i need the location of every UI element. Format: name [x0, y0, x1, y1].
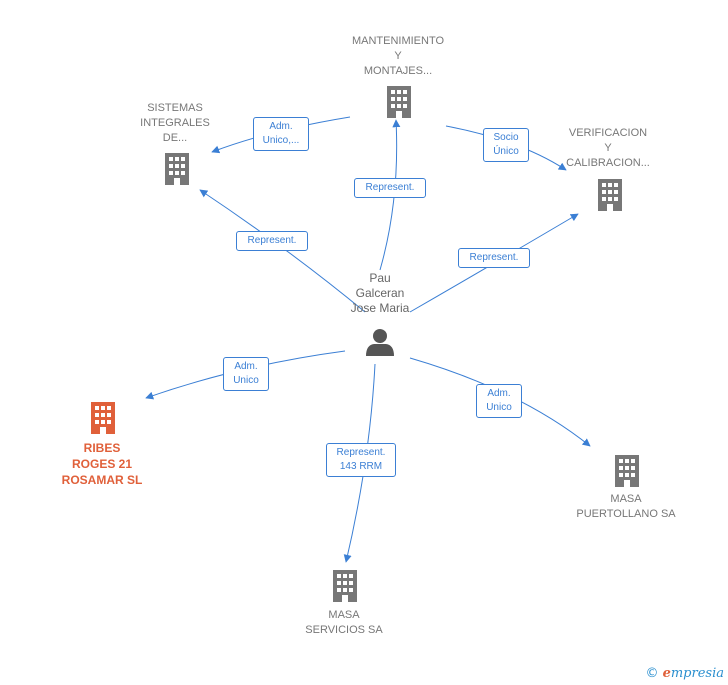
node-label-masa-servicios[interactable]: MASA SERVICIOS SA: [305, 609, 383, 636]
node-label-mantenimiento[interactable]: MANTENIMIENTO Y MONTAJES...: [351, 35, 445, 77]
building-icon[interactable]: [91, 402, 115, 434]
edge-label[interactable]: Represent.: [236, 231, 308, 251]
node-label-ribes[interactable]: RIBES ROGES 21 ROSAMAR SL: [61, 441, 143, 487]
edge-label[interactable]: Represent.: [354, 178, 426, 198]
node-label-sistemas[interactable]: SISTEMAS INTEGRALES DE...: [140, 102, 210, 144]
brand-initial: e: [662, 666, 671, 681]
person-label[interactable]: Pau Galceran Jose Maria: [350, 271, 410, 315]
edge-label[interactable]: Adm. Unico: [223, 357, 269, 391]
node-label-verificacion[interactable]: VERIFICACION Y CALIBRACION...: [566, 127, 650, 169]
edge-label[interactable]: Adm. Unico,...: [253, 117, 309, 151]
edge-label[interactable]: Socio Único: [483, 128, 529, 162]
building-icon[interactable]: [165, 153, 189, 185]
brand-name: mpresia: [670, 666, 724, 681]
node-label-masa-puertollano[interactable]: MASA PUERTOLLANO SA: [576, 493, 676, 520]
building-icon[interactable]: [615, 455, 639, 487]
edge-label[interactable]: Adm. Unico: [476, 384, 522, 418]
building-icon[interactable]: [333, 570, 357, 602]
building-icon[interactable]: [598, 179, 622, 211]
building-icon[interactable]: [387, 86, 411, 118]
edge-label[interactable]: Represent. 143 RRM: [326, 443, 396, 477]
brand-watermark: © empresia: [645, 666, 724, 681]
person-icon[interactable]: [366, 329, 394, 356]
edge-label[interactable]: Represent.: [458, 248, 530, 268]
copyright-icon: ©: [645, 666, 659, 681]
